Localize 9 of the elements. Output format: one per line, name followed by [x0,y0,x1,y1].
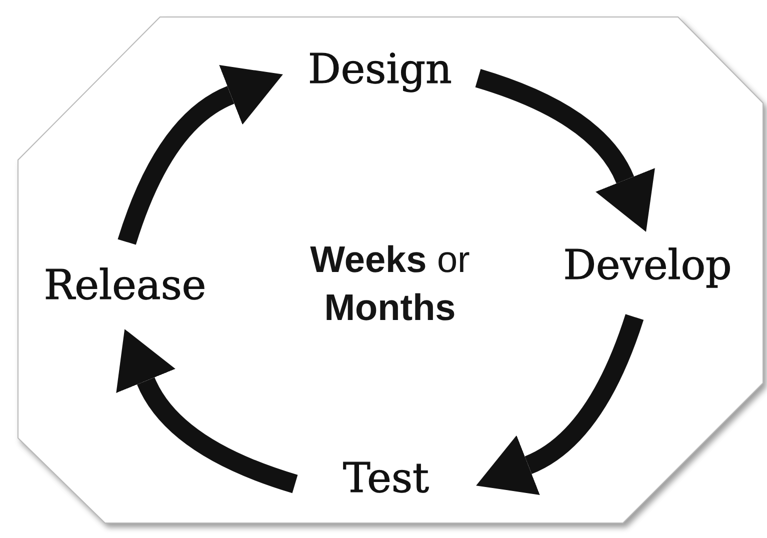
curved-arrow [116,330,298,494]
curved-arrow [477,314,644,494]
stage-label: Test [343,455,429,502]
stage-label: Design [308,46,452,94]
curved-arrow [118,66,282,245]
cycle-duration-text: Weeks or Months [309,238,471,330]
stage-label: Develop [563,242,732,290]
curved-arrow [475,69,654,231]
stage-label: Release [44,262,206,310]
